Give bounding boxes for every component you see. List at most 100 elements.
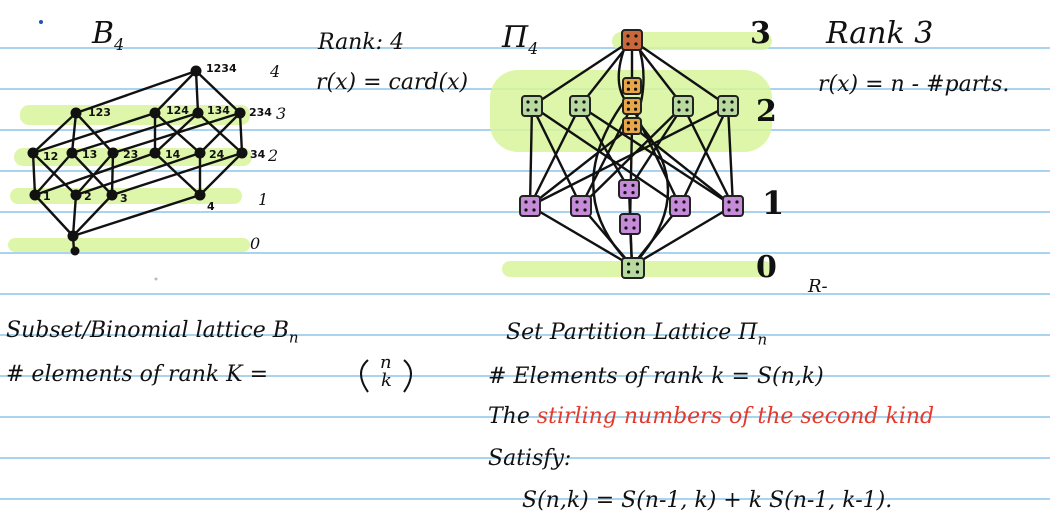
label-123: 123 xyxy=(88,106,111,119)
partition-element-dot xyxy=(524,208,528,212)
partition-element-dot xyxy=(735,208,739,212)
highlight-rank0-left xyxy=(8,238,250,252)
node-23 xyxy=(107,147,119,159)
label-124: 124 xyxy=(166,104,189,117)
node-3 xyxy=(106,189,118,201)
partition-rank2 xyxy=(717,95,739,117)
partition-element-dot xyxy=(635,262,640,266)
partition-rank2 xyxy=(622,97,642,115)
partition-element-dot xyxy=(682,208,686,212)
partition-element-dot xyxy=(626,87,631,91)
partition-element-dot xyxy=(674,200,678,204)
partition-element-dot xyxy=(623,191,627,195)
right-rank-level: 1 xyxy=(762,184,785,222)
node-24 xyxy=(194,147,206,159)
partition-rank1 xyxy=(519,195,541,217)
partition-element-dot xyxy=(626,34,630,38)
partition-element-dot xyxy=(582,108,586,112)
partition-bottom xyxy=(621,257,645,279)
node-1234 xyxy=(190,65,202,77)
partition-element-dot xyxy=(632,218,636,222)
partition-element-dot xyxy=(631,191,635,195)
node-34 xyxy=(236,147,248,159)
partition-element-dot xyxy=(624,226,628,230)
node-134 xyxy=(192,107,204,119)
partition-element-dot xyxy=(583,200,587,204)
partition-rank1 xyxy=(669,195,691,217)
label-1234: 1234 xyxy=(206,62,237,75)
label-234: 234 xyxy=(249,106,272,119)
partition-rank1 xyxy=(722,195,744,217)
partition-element-dot xyxy=(626,121,631,125)
partition-element-dot xyxy=(685,100,689,104)
partition-element-dot xyxy=(677,100,681,104)
partition-element-dot xyxy=(574,108,578,112)
partition-element-dot xyxy=(524,200,528,204)
partition-element-dot xyxy=(532,208,536,212)
partition-element-dot xyxy=(534,108,538,112)
partition-element-dot xyxy=(685,108,689,112)
label-4: 4 xyxy=(207,200,215,213)
label-3: 3 xyxy=(120,192,128,205)
partition-element-dot xyxy=(624,218,628,222)
partition-rank2 xyxy=(622,117,642,135)
partition-element-dot xyxy=(735,200,739,204)
partition-rank2 xyxy=(569,95,591,117)
partition-element-dot xyxy=(682,200,686,204)
node-14 xyxy=(149,147,161,159)
partition-rank1 xyxy=(619,213,641,235)
partition-element-dot xyxy=(626,127,631,131)
left-caption-line1: Subset/Binomial lattice Bn xyxy=(6,318,299,347)
partition-element-dot xyxy=(635,270,640,274)
partition-element-dot xyxy=(627,262,631,266)
left-caption-line2: # elements of rank K = xyxy=(6,362,269,387)
right-rank-level: 2 xyxy=(756,94,777,129)
left-rank-level: 4 xyxy=(270,62,281,81)
node-124 xyxy=(149,107,161,119)
label-12: 12 xyxy=(43,150,59,163)
node-234 xyxy=(234,107,246,119)
binom-top: n xyxy=(380,352,392,373)
left-rank-level: 1 xyxy=(258,190,269,209)
partition-element-dot xyxy=(634,87,638,91)
label-23: 23 xyxy=(123,148,139,161)
boolean-lattice-nodes xyxy=(27,65,248,256)
left-rank-level: 2 xyxy=(268,146,279,165)
right-rank-level: 3 xyxy=(750,16,771,51)
partition-element-dot xyxy=(627,270,631,274)
partition-lattice-nodes xyxy=(519,29,744,279)
partition-element-dot xyxy=(722,108,726,112)
partition-lattice-edges xyxy=(528,38,735,268)
partition-element-dot xyxy=(534,100,538,104)
label-134: 134 xyxy=(207,104,230,117)
satisfy-text: Satisfy: xyxy=(488,446,572,471)
node-12 xyxy=(27,147,39,159)
partition-rank2 xyxy=(521,95,543,117)
partition-element-dot xyxy=(634,127,638,131)
partition-rank1 xyxy=(618,179,640,199)
partition-element-dot xyxy=(575,200,579,204)
label-1: 1 xyxy=(43,190,51,203)
left-rank-heading: Rank: 4 xyxy=(318,30,405,55)
stirling-red-text: stirling numbers of the second kind xyxy=(536,404,935,429)
partition-rank2 xyxy=(672,95,694,117)
partition-element-dot xyxy=(634,101,638,105)
partition-element-dot xyxy=(730,108,734,112)
stray-dot xyxy=(154,277,158,281)
right-rank-level: 0 xyxy=(756,250,777,285)
right-caption-line2: # Elements of rank k = S(n,k) xyxy=(488,364,824,389)
stray-dot xyxy=(39,20,43,24)
partition-element-dot xyxy=(730,100,734,104)
node-tail xyxy=(70,246,80,256)
partition-element-dot xyxy=(677,108,681,112)
partition-element-dot xyxy=(634,121,638,125)
partition-element-dot xyxy=(626,81,631,85)
label-13: 13 xyxy=(82,148,98,161)
node-123 xyxy=(70,107,82,119)
left-rank-level: 0 xyxy=(250,234,261,253)
node-empty xyxy=(67,230,79,242)
node-2 xyxy=(70,189,82,201)
stirling-line: The stirling numbers of the second kind xyxy=(488,404,935,429)
